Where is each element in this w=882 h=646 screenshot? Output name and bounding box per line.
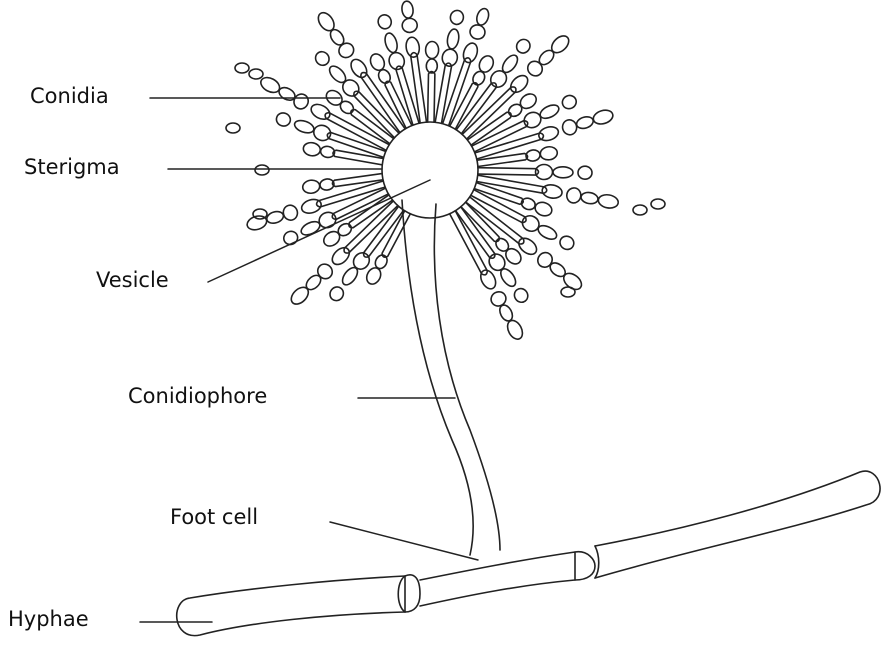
sterigma-tube: [333, 150, 383, 165]
conidium-spore: [329, 244, 352, 267]
vesicle-shape: [382, 122, 478, 218]
conidium-spore: [475, 7, 491, 27]
conidium-spore: [468, 23, 487, 41]
conidium-spore: [633, 205, 647, 215]
sterigmata-group: [317, 53, 547, 275]
sterigma-tube: [428, 72, 435, 123]
conidium-spore: [401, 17, 418, 33]
sterigma-tube: [411, 53, 427, 123]
conidium-spore: [539, 146, 558, 161]
conidium-spore: [376, 13, 393, 30]
sterigma-tube: [361, 73, 405, 133]
conidium-spore: [253, 209, 267, 219]
sterigma-tube: [450, 211, 488, 275]
sterigma-tube: [471, 190, 526, 223]
conidiophore-stalk: [402, 200, 500, 555]
conidium-spore: [592, 108, 615, 126]
sterigma-tube: [478, 168, 539, 175]
conidium-spore: [282, 203, 300, 221]
sterigma-tube: [477, 175, 547, 193]
conidium-spore: [486, 251, 508, 274]
conidium-spore: [512, 286, 531, 305]
conidium-spore: [514, 37, 533, 56]
hyphae-filament: [177, 471, 880, 636]
conidium-spore: [538, 102, 561, 121]
conidium-spore: [340, 77, 363, 100]
conidium-spore: [449, 9, 464, 25]
sterigma-tube: [477, 153, 527, 166]
conidium-spore: [235, 63, 249, 73]
sterigma-tube: [435, 63, 451, 123]
conidium-spore: [255, 165, 269, 175]
conidium-spore: [525, 58, 545, 79]
label-foot-cell: Foot cell: [170, 507, 258, 528]
conidium-spore: [336, 221, 354, 238]
conidia-group: [226, 0, 665, 341]
conidium-spore: [275, 111, 292, 128]
conidium-spore: [487, 68, 509, 91]
conidium-spore: [507, 72, 530, 95]
conidium-spore: [401, 0, 414, 18]
conidium-spore: [651, 199, 665, 209]
conidium-spore: [313, 49, 332, 68]
leader-line-foot-cell: [330, 522, 478, 560]
sterigma-tube: [456, 207, 495, 258]
conidium-spore: [350, 250, 372, 273]
conidium-spore: [578, 166, 592, 179]
conidium-spore: [561, 287, 575, 297]
conidium-spore: [535, 250, 555, 270]
conidium-spore: [249, 69, 263, 79]
conidium-spore: [293, 118, 315, 135]
conidium-spore: [553, 167, 573, 178]
conidium-spore: [405, 36, 421, 58]
conidium-spore: [338, 99, 356, 116]
label-conidia: Conidia: [30, 86, 109, 107]
conidium-spore: [383, 32, 399, 54]
label-vesicle: Vesicle: [96, 270, 169, 291]
conidium-spore: [327, 284, 346, 303]
conidium-spore: [493, 236, 511, 254]
label-sterigma: Sterigma: [24, 157, 120, 178]
conidium-spore: [548, 33, 571, 56]
conidium-spore: [348, 56, 370, 80]
sterigma-tube: [332, 174, 382, 187]
conidium-spore: [506, 102, 524, 119]
label-hyphae: Hyphae: [8, 609, 89, 630]
conidium-spore: [536, 223, 559, 242]
conidium-spore: [288, 284, 311, 307]
conidium-spore: [321, 229, 342, 249]
conidium-spore: [561, 118, 579, 136]
conidium-spore: [597, 193, 619, 209]
conidium-spore: [558, 234, 576, 252]
conidium-spore: [425, 41, 438, 58]
conidium-spore: [446, 28, 460, 50]
conidium-spore: [541, 183, 563, 199]
conidium-spore: [580, 191, 599, 205]
conidium-spore: [533, 200, 553, 218]
conidium-spore: [315, 261, 335, 282]
conidium-spore: [265, 210, 284, 225]
conidium-spore: [575, 115, 594, 130]
conidium-spore: [226, 123, 240, 133]
conidium-spore: [245, 214, 268, 232]
label-conidiophore: Conidiophore: [128, 386, 267, 407]
conidium-spore: [518, 91, 539, 111]
conidium-spore: [302, 141, 321, 157]
conidium-spore: [560, 93, 578, 111]
conidium-spore: [336, 40, 356, 60]
conidium-spore: [566, 187, 582, 204]
conidium-spore: [302, 179, 321, 194]
